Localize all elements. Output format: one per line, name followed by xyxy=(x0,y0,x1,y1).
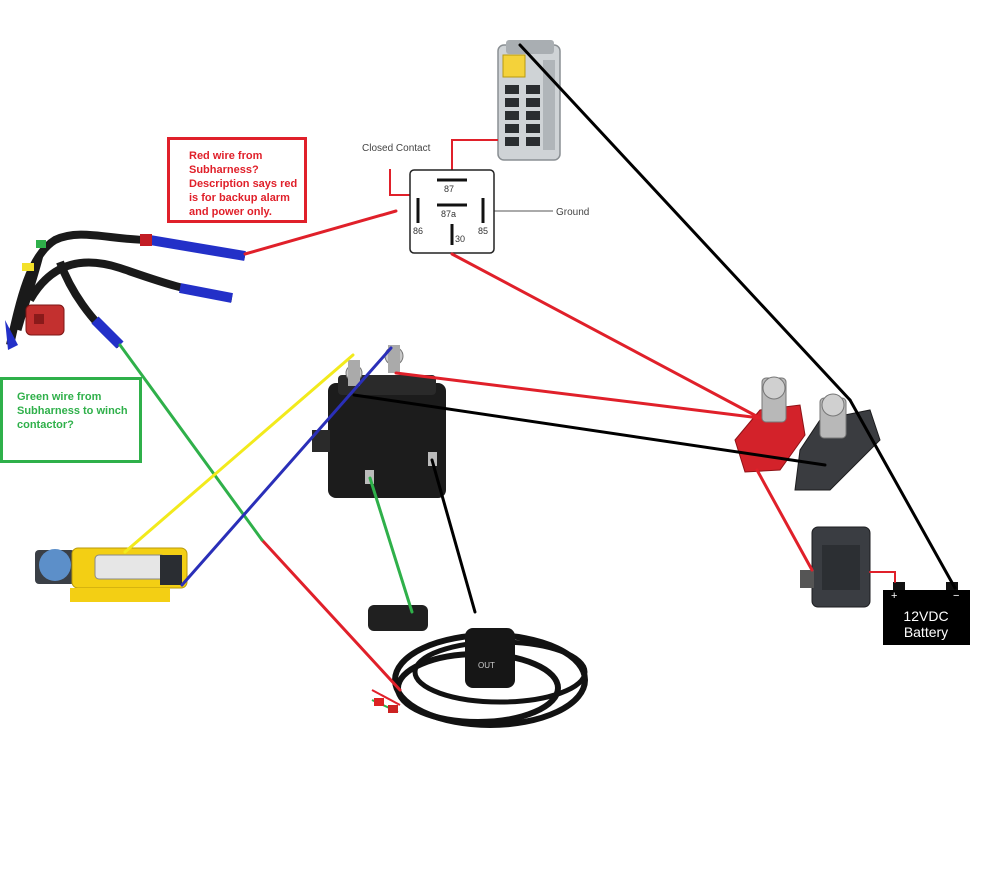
yellow-wire-winch-to-contactor xyxy=(123,353,355,554)
battery-label-line2: Battery xyxy=(904,624,948,640)
wires xyxy=(118,43,957,692)
fuse-box-icon xyxy=(497,40,561,161)
blue-wire-winch-to-contactor xyxy=(180,346,393,587)
black-wire-contactor-to-switch xyxy=(430,458,477,614)
red-wire-relay30-to-busbar xyxy=(450,252,762,420)
red-wire-note: Red wire from Subharness? Description sa… xyxy=(167,137,307,223)
relay-pin-87a: 87a xyxy=(441,209,456,219)
battery-plus: + xyxy=(891,590,897,602)
relay-pin-87: 87 xyxy=(444,184,454,194)
relay-pin-85: 85 xyxy=(478,226,488,236)
relay-icon: 87 87a 86 85 30 Closed Contact Ground xyxy=(362,139,589,254)
battery-icon: + − 12VDC Battery xyxy=(883,582,970,645)
green-wire-note: Green wire from Subharness to winch cont… xyxy=(0,377,142,463)
red-wire-contactor-to-busbar xyxy=(394,371,762,420)
switch-harness-icon: OUT xyxy=(368,605,588,728)
battery-minus: − xyxy=(953,590,959,602)
winch-contactor-icon xyxy=(312,345,446,498)
green-wire-contactor-to-switch xyxy=(368,476,414,614)
red-wire-busbar-to-breaker xyxy=(755,468,814,572)
relay-pin-30: 30 xyxy=(455,234,465,244)
red-wire-subharness-to-relay xyxy=(243,209,398,256)
winch-icon xyxy=(35,547,188,602)
black-wire-busbar-to-battery xyxy=(848,398,957,590)
ground-label: Ground xyxy=(556,207,589,218)
subharness-icon xyxy=(5,230,246,350)
black-wire-fusebox-to-busbar xyxy=(518,43,852,402)
green-wire-subharness-to-contactor xyxy=(118,343,264,542)
black-wire-contactor-to-ground xyxy=(352,393,827,467)
bus-bar-icon xyxy=(734,376,881,491)
red-wire-breaker-to-battery xyxy=(869,571,896,583)
battery-label-line1: 12VDC xyxy=(903,608,948,624)
circuit-breaker-icon xyxy=(800,526,871,608)
closed-contact-label: Closed Contact xyxy=(362,143,431,154)
fuse-feed-wire xyxy=(451,139,498,172)
switch-label: OUT xyxy=(478,661,495,670)
red-wire-switch-to-contactor xyxy=(260,538,402,692)
relay-pin-86: 86 xyxy=(413,226,423,236)
